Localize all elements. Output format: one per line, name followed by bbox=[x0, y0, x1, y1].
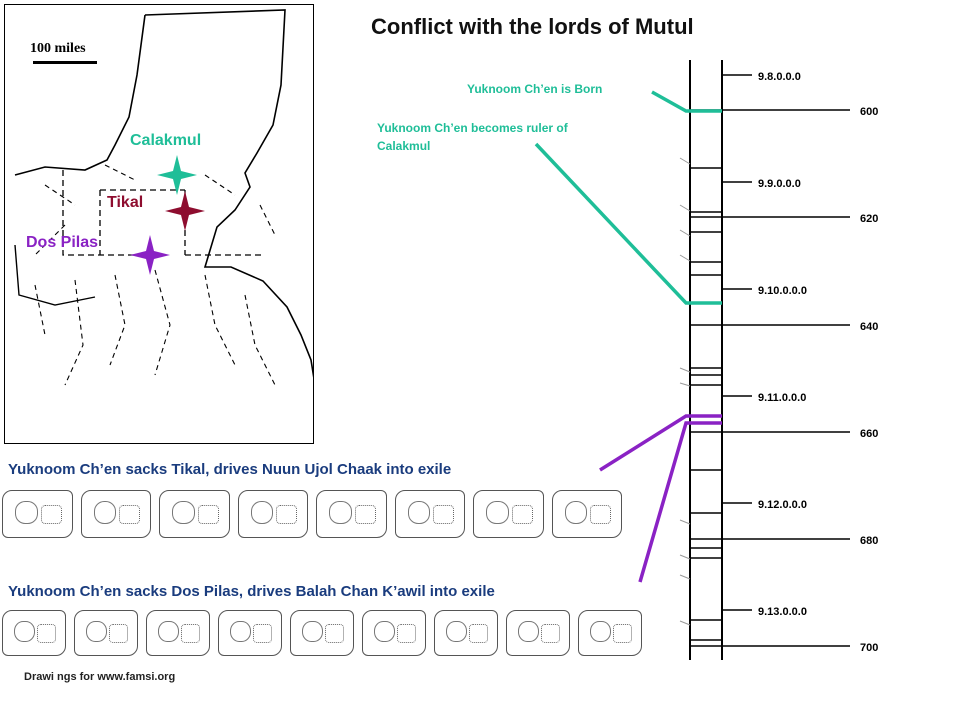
credit-text: Drawi ngs for www.famsi.org bbox=[24, 671, 176, 683]
glyph bbox=[551, 490, 622, 538]
year-label: 700 bbox=[860, 642, 878, 654]
map-outline bbox=[14, 9, 313, 386]
site-label-dos-pilas: Dos Pilas bbox=[26, 234, 99, 251]
calakmul-star-icon bbox=[157, 155, 197, 195]
long-count-label: 9.10.0.0.0 bbox=[758, 285, 807, 297]
glyph bbox=[316, 490, 387, 538]
sack-dos-pilas-connector bbox=[638, 421, 722, 583]
site-label-tikal: Tikal bbox=[107, 194, 144, 211]
event-born-label: Yuknoom Ch’en is Born bbox=[467, 82, 603, 96]
long-count-label: 9.9.0.0.0 bbox=[758, 178, 801, 190]
ruler-connector bbox=[534, 142, 722, 305]
sack-dos-pilas-caption: Yuknoom Ch’en sacks Dos Pilas, drives Ba… bbox=[8, 583, 495, 600]
sack-tikal-connector bbox=[599, 414, 722, 472]
glyph bbox=[80, 490, 151, 538]
long-count-label: 9.13.0.0.0 bbox=[758, 606, 807, 618]
glyph bbox=[578, 610, 642, 656]
glyph bbox=[394, 490, 465, 538]
glyph bbox=[434, 610, 498, 656]
year-label: 620 bbox=[860, 213, 878, 225]
tikal-star-icon bbox=[165, 191, 205, 231]
glyph bbox=[2, 490, 73, 538]
glyph-band-dos-pilas bbox=[2, 610, 642, 656]
page-title: Conflict with the lords of Mutul bbox=[371, 14, 694, 39]
year-label: 640 bbox=[860, 321, 878, 333]
year-label: 600 bbox=[860, 106, 878, 118]
long-count-label: 9.8.0.0.0 bbox=[758, 71, 801, 83]
sack-tikal-caption: Yuknoom Ch’en sacks Tikal, drives Nuun U… bbox=[8, 461, 452, 478]
map-panel bbox=[4, 4, 314, 444]
event-ruler-label: Yuknoom Ch’en becomes ruler of Calakmul bbox=[377, 121, 568, 153]
scale-label: 100 miles bbox=[30, 41, 86, 56]
glyph bbox=[237, 490, 308, 538]
glyph bbox=[159, 490, 230, 538]
scale-bar bbox=[33, 61, 97, 64]
long-count-label: 9.11.0.0.0 bbox=[758, 392, 806, 404]
dos-pilas-star-icon bbox=[130, 235, 170, 275]
glyph bbox=[290, 610, 354, 656]
long-count-label: 9.12.0.0.0 bbox=[758, 499, 807, 511]
glyph bbox=[2, 610, 66, 656]
glyph bbox=[473, 490, 544, 538]
site-label-calakmul: Calakmul bbox=[130, 132, 202, 149]
glyph bbox=[146, 610, 210, 656]
glyph bbox=[218, 610, 282, 656]
glyph bbox=[506, 610, 570, 656]
glyph-band-tikal bbox=[2, 490, 622, 538]
year-label: 660 bbox=[860, 428, 878, 440]
glyph bbox=[362, 610, 426, 656]
born-connector bbox=[651, 90, 722, 113]
glyph bbox=[74, 610, 138, 656]
year-label: 680 bbox=[860, 535, 878, 547]
